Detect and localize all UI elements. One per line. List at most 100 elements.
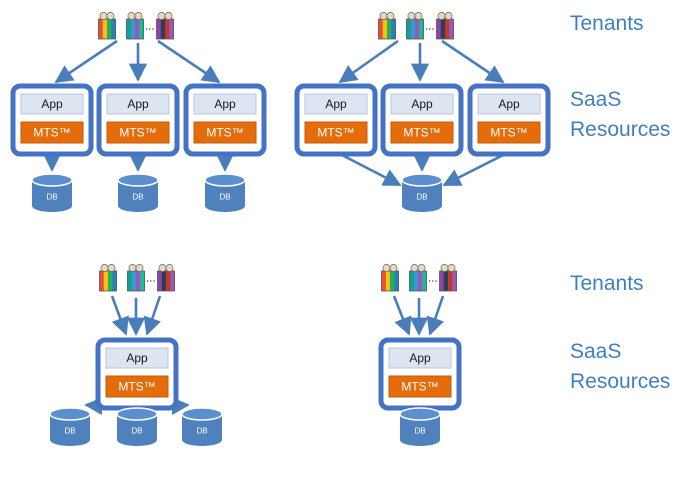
tenant-stripe [126, 19, 132, 39]
tenant-stripe [131, 271, 137, 291]
tenant-stripe [419, 19, 424, 39]
tenant-stripe [102, 19, 108, 39]
tenant-head [414, 12, 423, 20]
tenant-stripe [99, 271, 105, 291]
tenant-stripe [387, 19, 392, 39]
tenant-head [444, 12, 453, 20]
database-tr: DB [401, 173, 443, 212]
app-block [105, 347, 169, 369]
tenant-figure-icon [157, 264, 175, 292]
database-icon [182, 414, 222, 446]
tenant-outline [99, 270, 117, 292]
tenant-stripe [127, 271, 133, 291]
tenant-stripe [436, 19, 442, 39]
database-br: DB [399, 407, 441, 446]
mts-block [105, 375, 169, 398]
tenant-stripe [394, 271, 399, 291]
tenant-stripe [413, 271, 419, 291]
db-label: DB [131, 427, 142, 436]
database-top [399, 407, 441, 421]
tenant-head [135, 264, 144, 272]
tenant-figure-icon [98, 12, 116, 40]
tenant-stripe [382, 19, 388, 39]
tenant-figure-icon [439, 264, 457, 292]
tenant-outline [378, 18, 396, 40]
tenants-bottom-right [381, 264, 457, 292]
mts-label: MTS™ [118, 380, 155, 394]
mts-block [20, 121, 84, 144]
tenants-label-top: Tenants [570, 12, 644, 35]
resources-label-top: Resources [570, 118, 671, 141]
app-label: App [127, 97, 149, 111]
arrow-mts-to-db-tr-1 [335, 150, 402, 187]
tenant-stripe [385, 271, 391, 291]
mts-block [390, 121, 454, 144]
tenant-stripe [111, 19, 116, 39]
mts-label: MTS™ [206, 126, 243, 140]
tenant-outline [409, 270, 427, 292]
tenant-stripe [139, 19, 144, 39]
tenant-stripe [422, 271, 427, 291]
tenant-figure-icon [156, 12, 174, 40]
tenant-stripe [443, 271, 449, 291]
arrow-tenant-to-app-bl-3 [143, 295, 162, 336]
tenant-outline [439, 270, 457, 292]
resources-label-bottom: Resources [570, 370, 671, 393]
tenant-outline [126, 18, 144, 40]
tenant-stripe [103, 271, 109, 291]
database-bl-2: DB [116, 407, 158, 446]
mts-block [304, 121, 368, 144]
arrow-tenant-to-app-bl-1 [110, 295, 129, 336]
app-block [304, 93, 368, 115]
tenant-head [437, 12, 446, 20]
tenant-head [100, 264, 109, 272]
app-block [193, 93, 257, 115]
tenant-head [107, 264, 116, 272]
database-icon [32, 180, 72, 212]
mts-block [477, 121, 541, 144]
tenant-head [440, 264, 449, 272]
saas-label-bottom: SaaS [570, 340, 622, 363]
tenant-stripe [439, 271, 445, 291]
tenants-label-bottom: Tenants [570, 272, 644, 295]
tenant-figure-icon [378, 12, 396, 40]
db-label: DB [132, 193, 143, 202]
tenant-outline [157, 270, 175, 292]
app-label: App [409, 351, 431, 365]
tenant-stripe [452, 271, 457, 291]
tenant-stripe [440, 19, 446, 39]
tenant-stripe [381, 271, 387, 291]
db-label: DB [46, 193, 57, 202]
app-block [388, 347, 452, 369]
database-icon [50, 414, 90, 446]
database-icon [402, 180, 442, 212]
database-tl-1: DB [31, 173, 73, 212]
database-tl-3: DB [204, 173, 246, 212]
tenant-stripe [378, 19, 384, 39]
tenant-stripe [406, 19, 412, 39]
tenant-stripe [410, 19, 416, 39]
tenant-stripe [169, 19, 174, 39]
tenant-stripe [130, 19, 136, 39]
tenant-figure-icon [99, 264, 117, 292]
tenant-head [389, 264, 398, 272]
tenant-stripe [415, 19, 420, 39]
tenant-stripe [449, 19, 454, 39]
mts-block [388, 375, 452, 398]
tenant-stripe [98, 19, 104, 39]
tenant-stripe [136, 271, 141, 291]
tenant-stripe [445, 19, 450, 39]
mts-label: MTS™ [403, 126, 440, 140]
database-top [401, 173, 443, 187]
database-icon [117, 414, 157, 446]
arrow-tenant-to-app-tl-1 [54, 39, 118, 84]
tenant-figure-icon [406, 12, 424, 40]
tenant-head [410, 264, 419, 272]
